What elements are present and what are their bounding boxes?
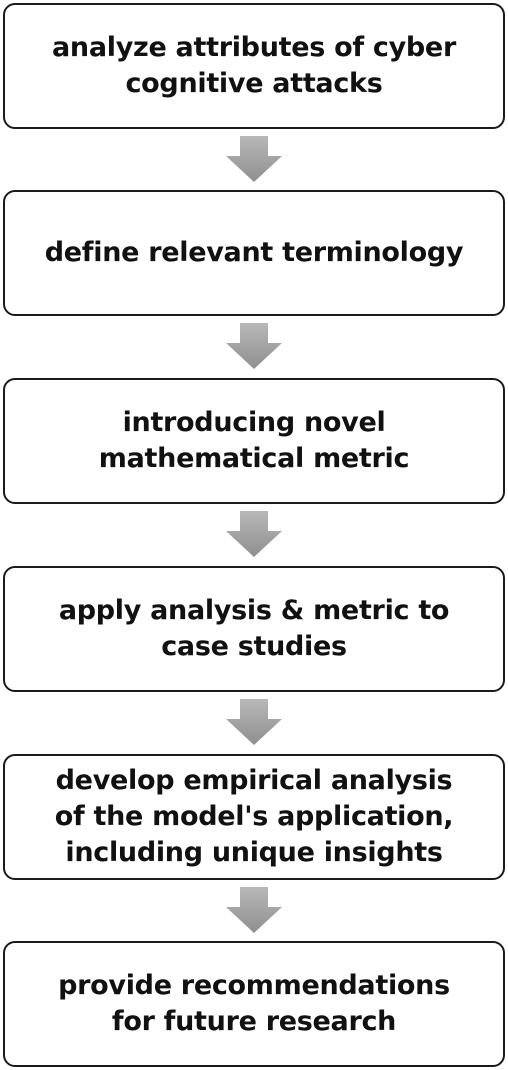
step-label: provide recommendations for future resea…	[58, 970, 450, 1037]
step-apply-analysis: apply analysis & metric to case studies	[3, 566, 505, 692]
step-label: apply analysis & metric to case studies	[58, 595, 450, 662]
step-define-terminology: define relevant terminology	[3, 190, 505, 316]
step-recommendations: provide recommendations for future resea…	[3, 941, 505, 1067]
down-arrow-icon	[226, 699, 282, 745]
step-label: analyze attributes of cyber cognitive at…	[52, 32, 456, 99]
step-empirical-analysis: develop empirical analysis of the model'…	[3, 754, 505, 880]
step-analyze-attributes: analyze attributes of cyber cognitive at…	[3, 3, 505, 129]
step-introduce-metric: introducing novel mathematical metric	[3, 378, 505, 504]
down-arrow-icon	[226, 887, 282, 933]
down-arrow-icon	[226, 511, 282, 557]
down-arrow-icon	[226, 323, 282, 369]
step-label: introducing novel mathematical metric	[98, 407, 410, 474]
step-label: define relevant terminology	[44, 237, 464, 268]
step-label: develop empirical analysis of the model'…	[54, 765, 454, 868]
down-arrow-icon	[226, 136, 282, 182]
